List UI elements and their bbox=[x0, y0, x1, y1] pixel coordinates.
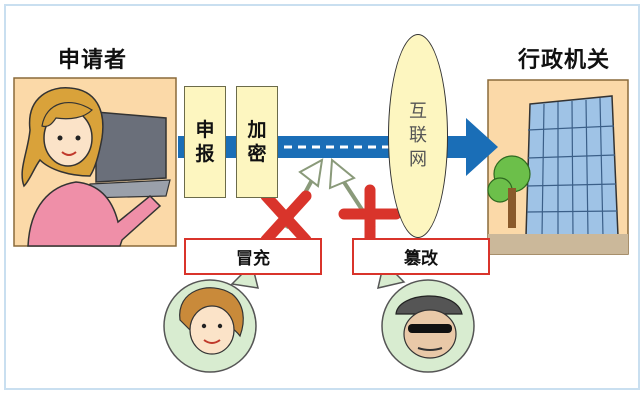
encrypt-step-box: 加 密 bbox=[236, 86, 278, 198]
internet-char-1: 互 bbox=[409, 101, 427, 122]
applicant-illustration bbox=[13, 77, 177, 247]
impostor-illustration bbox=[163, 262, 260, 373]
tamper-attack bbox=[328, 158, 402, 250]
sender-label: 申请者 bbox=[58, 48, 128, 73]
tamper-label: 篡改 bbox=[404, 249, 438, 269]
internet-oval: 互 联 网 bbox=[388, 34, 448, 238]
internet-char-2: 联 bbox=[409, 125, 427, 146]
building-illustration bbox=[487, 79, 629, 255]
internet-char-3: 网 bbox=[409, 149, 427, 170]
submit-char-1: 申 bbox=[195, 119, 215, 141]
impersonation-label-box: 冒充 bbox=[184, 238, 322, 275]
tamper-label-box: 篡改 bbox=[352, 238, 490, 275]
submit-step-box: 申 报 bbox=[184, 86, 226, 198]
encrypt-char-1: 加 bbox=[247, 119, 267, 141]
submit-char-2: 报 bbox=[195, 143, 215, 165]
impersonation-attack bbox=[260, 158, 324, 246]
receiver-label: 行政机关 bbox=[518, 48, 611, 73]
encrypt-char-2: 密 bbox=[247, 143, 267, 165]
impersonation-label: 冒充 bbox=[236, 249, 270, 269]
tamperer-illustration bbox=[376, 260, 475, 373]
